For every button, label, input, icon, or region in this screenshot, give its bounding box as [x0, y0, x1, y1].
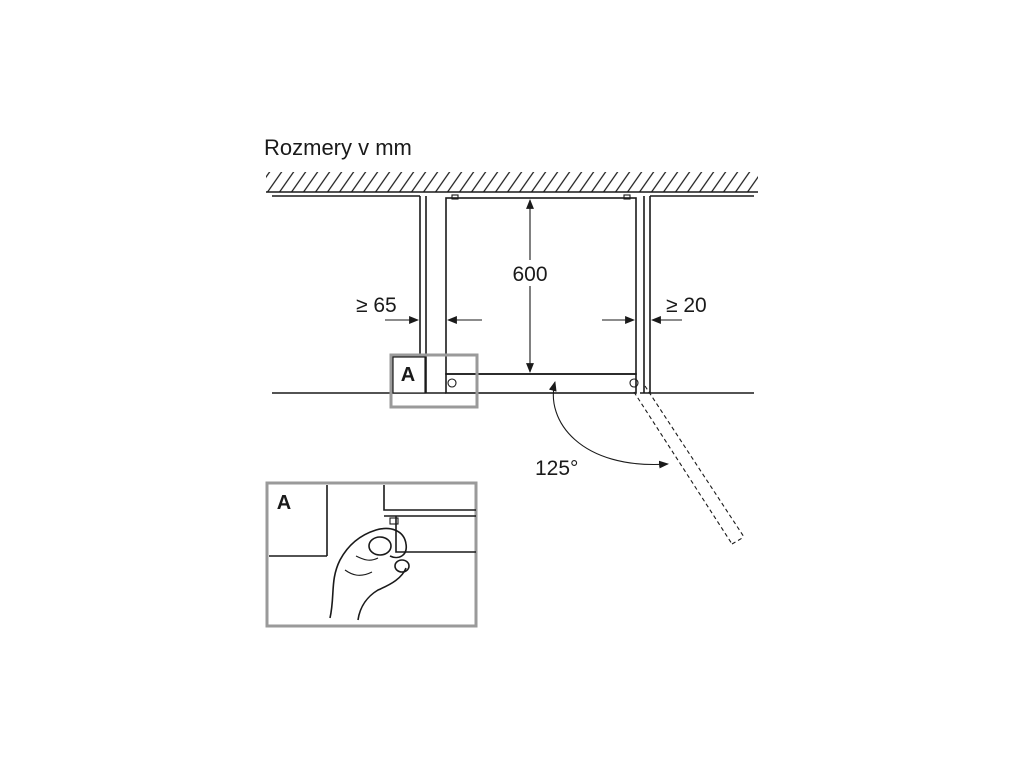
diagram-title: Rozmery v mm: [264, 135, 412, 160]
door-angle-dimension: 125°: [535, 381, 669, 480]
inset-callout-label: A: [277, 492, 291, 514]
right-cabinet: [640, 195, 754, 394]
depth-label: 600: [512, 263, 547, 286]
detail-inset: A: [265, 481, 478, 628]
right-clearance-dimension: ≥ 20: [602, 294, 707, 324]
right-clearance-label: ≥ 20: [666, 294, 707, 317]
hand-icon: [329, 527, 410, 621]
door-angle-label: 125°: [535, 457, 578, 480]
depth-dimension: 600: [508, 199, 552, 373]
left-clearance-label: ≥ 65: [356, 294, 397, 317]
left-cabinet: [272, 195, 446, 394]
appliance-door: [445, 373, 639, 394]
wall-hatch: [266, 172, 758, 193]
detail-callout-frame: A: [389, 353, 479, 409]
left-clearance-dimension: ≥ 65: [356, 294, 482, 324]
callout-label: A: [401, 364, 415, 386]
